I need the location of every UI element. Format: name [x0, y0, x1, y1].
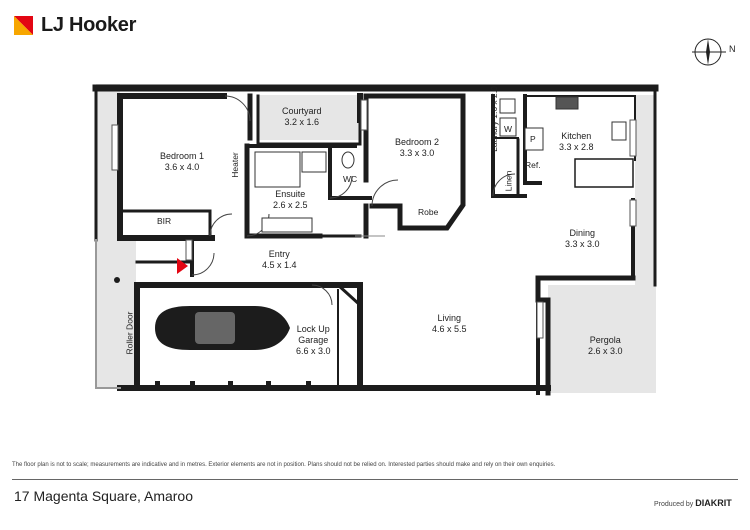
cooktop — [555, 96, 579, 110]
courtyard-area — [259, 95, 360, 140]
label-roller-door: Roller Door — [124, 311, 135, 355]
pantry — [524, 127, 544, 151]
label-p: P — [530, 134, 536, 144]
ensuite-fixtures — [254, 151, 355, 233]
label-heater: Heater — [229, 152, 240, 178]
brand-name: LJ Hooker — [41, 14, 137, 36]
room-pergola-name: Pergola — [589, 335, 621, 345]
compass-north-label: N — [729, 44, 736, 54]
label-linen: Linen — [503, 170, 514, 192]
produced-by-company: DIAKRIT — [695, 498, 732, 508]
side-path-area — [96, 240, 136, 388]
shower — [254, 151, 301, 188]
room-kitchen: Kitchen 3.3 x 2.8 — [559, 131, 594, 153]
room-bedroom1: Bedroom 1 3.6 x 4.0 — [160, 151, 204, 173]
kitchen-sink — [611, 121, 627, 141]
windows — [111, 99, 637, 339]
room-ensuite: Ensuite 2.6 x 2.5 — [273, 189, 308, 211]
label-ref: Ref. — [525, 160, 541, 170]
disclaimer-text: The floor plan is not to scale; measurem… — [12, 462, 556, 468]
produced-by: Produced by DIAKRIT — [654, 498, 732, 508]
car-icon — [155, 306, 290, 350]
room-courtyard: Courtyard 3.2 x 1.6 — [282, 106, 322, 128]
room-pergola: Pergola 2.6 x 3.0 — [588, 335, 623, 357]
room-dining-name: Dining — [569, 228, 596, 238]
garage-piers — [155, 381, 311, 387]
label-bir: BIR — [157, 216, 172, 226]
room-dining-dims: 3.3 x 3.0 — [565, 239, 600, 249]
entry-marker-icon — [177, 258, 188, 274]
room-courtyard-dims: 3.2 x 1.6 — [284, 117, 320, 127]
pergola-area — [548, 285, 656, 393]
room-bedroom1-name: Bedroom 1 — [160, 151, 205, 161]
room-garage: Lock Up Garage 6.6 x 3.0 — [296, 324, 331, 357]
room-entry-name: Entry — [268, 249, 290, 259]
room-kitchen-name: Kitchen — [561, 131, 592, 141]
brand-logo: LJ Hooker — [14, 14, 136, 37]
room-ensuite-name: Ensuite — [275, 189, 306, 199]
right-path-area — [635, 95, 655, 285]
room-courtyard-name: Courtyard — [282, 106, 322, 116]
footer-divider — [12, 479, 738, 480]
property-address: 17 Magenta Square, Amaroo — [14, 488, 194, 504]
room-laundry-name: Laundry — [488, 121, 499, 152]
room-living-dims: 4.6 x 5.5 — [432, 324, 467, 334]
room-laundry: Laundry 1.6 x 2.0 — [489, 86, 499, 152]
room-living-name: Living — [437, 313, 462, 323]
room-bedroom1-dims: 3.6 x 4.0 — [164, 162, 200, 172]
label-wc: WC — [343, 174, 358, 184]
north-compass-icon — [692, 38, 726, 66]
label-w: W — [504, 124, 513, 134]
vanity — [261, 217, 313, 233]
room-bedroom2-name: Bedroom 2 — [395, 137, 440, 147]
meter-box — [114, 277, 120, 283]
room-garage-dims: 6.6 x 3.0 — [296, 346, 331, 356]
kitchen-fixtures — [499, 96, 627, 151]
label-robe: Robe — [418, 207, 439, 217]
room-entry: Entry 4.5 x 1.4 — [262, 249, 297, 271]
room-kitchen-dims: 3.3 x 2.8 — [559, 142, 594, 152]
produced-by-prefix: Produced by — [654, 501, 694, 508]
room-bedroom2: Bedroom 2 3.3 x 3.0 — [395, 137, 439, 159]
room-garage-name: Lock Up — [296, 324, 330, 334]
room-laundry-dims: 1.6 x 2.0 — [488, 86, 499, 119]
room-entry-dims: 4.5 x 1.4 — [262, 260, 297, 270]
room-dining: Dining 3.3 x 3.0 — [565, 228, 600, 250]
room-garage-name2: Garage — [298, 335, 329, 345]
room-bedroom2-dims: 3.3 x 3.0 — [399, 148, 435, 158]
washer — [499, 117, 517, 137]
room-pergola-dims: 2.6 x 3.0 — [588, 346, 623, 356]
laundry-tub — [499, 98, 516, 114]
room-ensuite-dims: 2.6 x 2.5 — [273, 200, 308, 210]
room-living: Living 4.6 x 5.5 — [432, 313, 467, 335]
lj-hooker-logo-icon — [14, 16, 33, 35]
toilet — [341, 151, 355, 169]
